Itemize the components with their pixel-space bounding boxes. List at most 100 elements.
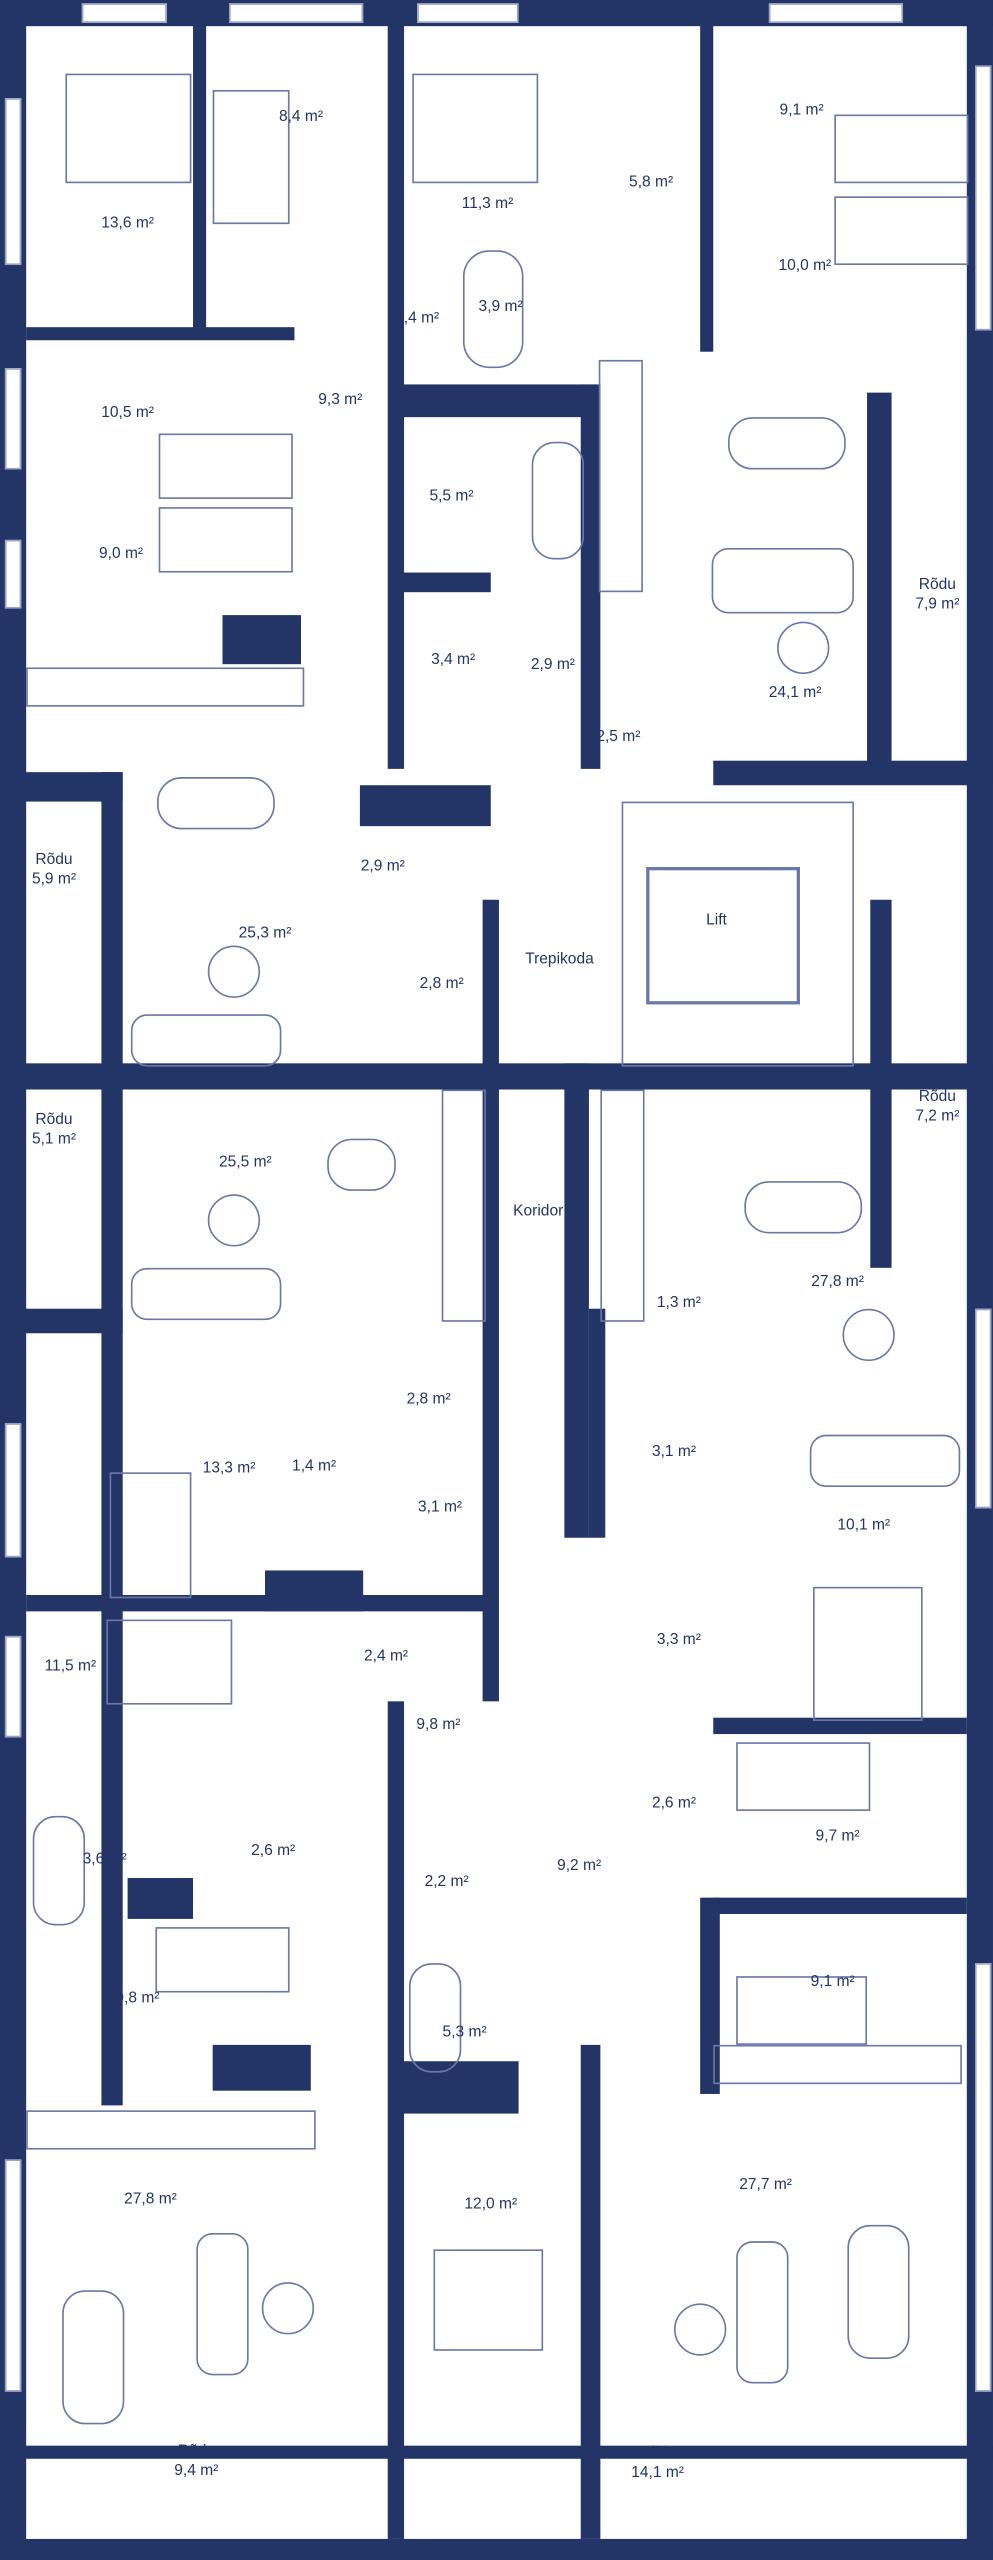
room-area: 11,3 [462,195,514,213]
dining-table [62,2290,125,2425]
room-area: 5,3 [443,2024,487,2042]
window [4,368,22,470]
room-label: 5,3 [443,2024,487,2044]
lift-shaft [646,867,800,1005]
room-area: 8,4 [279,108,323,126]
wall [400,384,598,418]
wall [0,1308,123,1334]
room-area: 7,9 [915,595,959,613]
room-label: 27,8 [124,2190,177,2210]
room-name: Rõdu [35,1110,73,1129]
room-label: 9,0 [99,545,143,565]
bed [65,73,192,184]
room-label: 9,1 [811,1973,855,1993]
bed [212,89,290,225]
room-area: 2,9 [531,656,575,674]
room-label: 9,8 [416,1716,460,1736]
bed [736,1742,871,1811]
room-area: 2,4 [364,1647,408,1665]
room-label: 2,8 [420,975,464,995]
room-area: 12,0 [464,2195,517,2213]
window [4,1423,22,1558]
room-label: 27,7 [739,2176,792,2196]
sofa [711,548,854,614]
wall [222,615,302,665]
room-area: 3,3 [657,1631,701,1649]
room-label: 11,5 [45,1657,97,1677]
bathtub [32,1815,86,1926]
room-name: Trepikoda [525,950,594,969]
stairwell-label: Trepikoda [525,950,594,970]
window [4,2159,22,2392]
room-area: 25,5 [219,1153,272,1171]
bed [433,2249,544,2351]
kitchen-counter [713,2044,962,2085]
dining-table [327,1138,396,1191]
round-table [842,1308,895,1362]
wall [700,0,714,352]
round-table [207,945,261,998]
room-area: 1,4 [395,309,439,327]
wall [713,1897,967,1915]
bed [155,1927,290,1993]
room-area: 9,1 [780,101,824,119]
window [974,1308,992,1509]
bathtub [462,250,524,369]
room-label: 2,2 [425,1873,469,1893]
window [768,3,904,23]
room-label: 2,9 [361,857,405,877]
room-label: 5,8 [629,173,673,193]
room-label: 9,1 [780,101,824,121]
room-label: 3,9 [479,298,523,318]
room-area: 7,2 [915,1108,959,1126]
room-area: 2,6 [652,1795,696,1813]
bed [106,1619,233,1705]
room-label: 24,1 [769,684,822,704]
wall [564,1063,589,1538]
room-area: 2,5 [596,728,640,746]
kitchen-counter [26,2110,316,2150]
dining-table [744,1181,863,1234]
wall [127,1878,194,1919]
room-label: 5,5 [429,487,473,507]
sofa [196,2233,249,2376]
room-label: 3,4 [431,651,475,671]
room-label: 2,6 [652,1795,696,1815]
room-area: 9,2 [557,1857,601,1875]
room-area: 25,3 [239,924,292,942]
room-area: 1,3 [657,1294,701,1312]
room-area: 24,1 [769,684,822,702]
wall [212,2044,311,2091]
lift-label: Lift [706,911,727,931]
room-name: Koridor [513,1202,564,1221]
wall [193,0,207,336]
room-label: 1,4 [292,1458,336,1478]
room-label: 3,6 [83,1850,127,1870]
room-area: 2,8 [420,975,464,993]
window [974,65,992,331]
room-label: 3,1 [418,1498,462,1518]
wall [588,1308,606,1538]
room-label: 9,2 [557,1857,601,1877]
bed [736,1976,868,2045]
room-label: 27,8 [811,1273,864,1293]
room-label: 1,4 [395,309,439,329]
room-area: 27,8 [811,1273,864,1291]
room-label: 9,8 [115,1989,159,2009]
room-label: 11,3 [462,195,514,215]
room-label: 2,8 [407,1391,451,1411]
bed [834,114,969,184]
kitchen-counter [26,667,305,707]
room-label: 3,3 [657,1631,701,1651]
room-label: 13,3 [203,1459,256,1479]
room-label: 9,3 [318,391,362,411]
round-table [207,1194,261,1247]
room-name: Rõdu [639,2444,677,2463]
wall [265,1570,364,1612]
room-label: 1,3 [657,1294,701,1314]
